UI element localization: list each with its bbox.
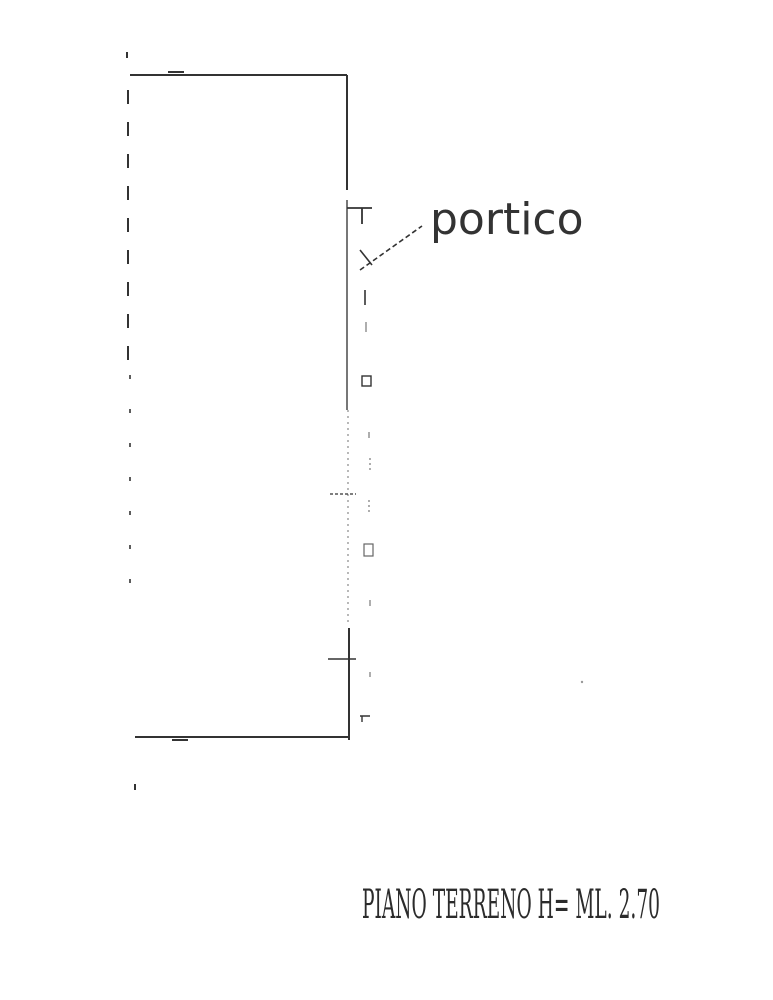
portico-leader-tick <box>359 249 373 266</box>
portico-columns <box>347 207 374 722</box>
portico-label: portico <box>430 194 584 245</box>
portico-leader <box>359 225 423 271</box>
left-boundary-dashed <box>126 52 136 790</box>
column-mark-7 <box>363 543 374 557</box>
floor-title: PIANO TERRENO H= ML. 2.70 <box>362 882 660 928</box>
building-outline <box>130 71 356 741</box>
column-mark-3 <box>361 375 372 387</box>
column-mark-10 <box>360 715 370 722</box>
portico-leader-line <box>359 225 423 271</box>
portico-bracket <box>347 207 372 224</box>
speck <box>580 680 584 684</box>
